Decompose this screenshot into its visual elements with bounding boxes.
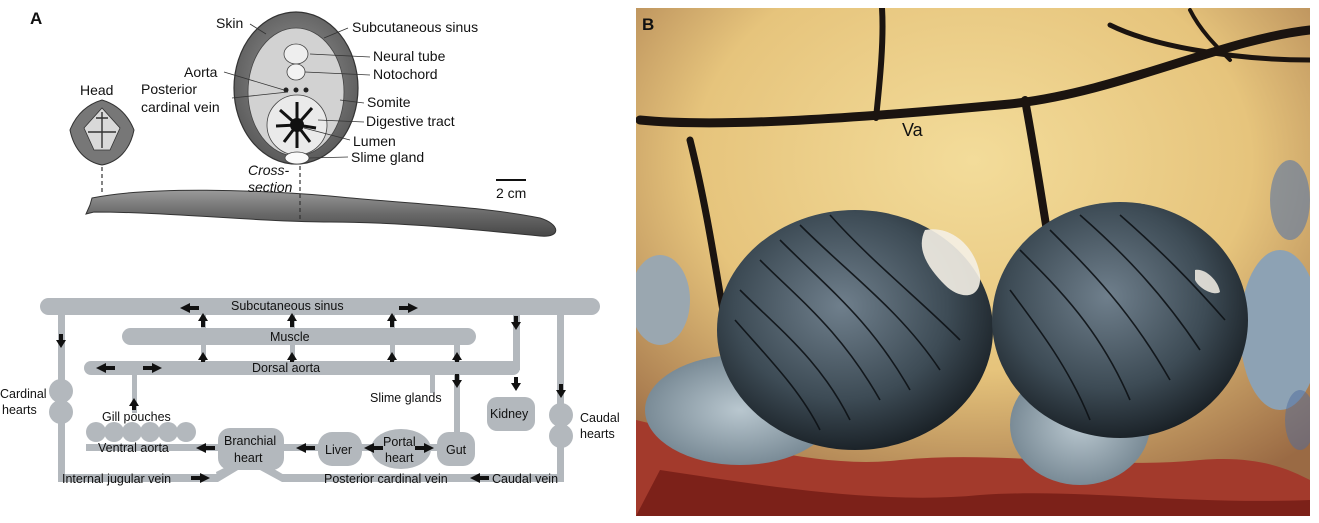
branchial-label: Branchial [224, 434, 276, 448]
cross-section-label-1: Cross- [248, 162, 290, 178]
cardinal-vein-label: cardinal vein [141, 99, 220, 115]
skin-label: Skin [216, 15, 243, 31]
caudal-hearts-label: hearts [580, 427, 615, 441]
anatomy-leader-lines [223, 23, 371, 159]
photo-organ-left [717, 210, 993, 450]
subcutaneous-sinus-label: Subcutaneous sinus [352, 19, 478, 35]
neural-tube-label: Neural tube [373, 48, 446, 64]
dorsal-aorta-label: Dorsal aorta [252, 361, 320, 375]
slime-gland-label: Slime gland [351, 149, 424, 165]
gut-box [437, 432, 475, 466]
kidney-box [487, 397, 535, 431]
hagfish-body [85, 189, 557, 237]
cardinal-hearts-label: hearts [2, 403, 37, 417]
cross-section-label-2: section [248, 179, 293, 195]
photo-organ-right [992, 202, 1248, 438]
gut-label: Gut [446, 443, 467, 457]
liver-label: Liver [325, 443, 352, 457]
cardinal-heart-2 [49, 400, 73, 424]
caudal-vein-label: Caudal vein [492, 472, 558, 486]
gill-pouches-label: Gill pouches [102, 410, 171, 424]
head-illustration [69, 99, 135, 166]
gill-pouches [86, 422, 196, 442]
liver-box [318, 432, 362, 466]
dorsal-aorta-bar [84, 361, 520, 375]
portal-heart-box [371, 429, 431, 469]
lumen-label: Lumen [353, 133, 396, 149]
somite-label: Somite [367, 94, 411, 110]
cardinal-label: Cardinal [0, 387, 47, 401]
panel-b-label: B [642, 15, 654, 34]
aorta-label: Aorta [184, 64, 218, 80]
cardinal-heart-1 [49, 379, 73, 403]
flow-arrows [56, 303, 566, 483]
caudal-label: Caudal [580, 411, 620, 425]
slime-glands-label: Slime glands [370, 391, 442, 405]
caudal-heart-2 [549, 424, 573, 448]
digestive-tract-label: Digestive tract [366, 113, 455, 129]
subcutaneous-sinus-bar [40, 298, 600, 315]
caudal-heart-1 [549, 403, 573, 427]
portal-label: Portal [383, 435, 416, 449]
muscle-bar [122, 328, 476, 345]
notochord-label: Notochord [373, 66, 438, 82]
va-label: Va [902, 120, 924, 140]
portal-heart-label: heart [385, 451, 414, 465]
muscle-label: Muscle [270, 330, 310, 344]
cross-section-illustration [233, 11, 359, 165]
branchial-heart-box [218, 428, 284, 470]
subcutaneous-sinus-bar-label: Subcutaneous sinus [231, 299, 344, 313]
branchial-heart-label: heart [234, 451, 263, 465]
head-label: Head [80, 82, 113, 98]
panel-b-photo [636, 8, 1310, 516]
ventral-aorta-label: Ventral aorta [98, 441, 169, 455]
panel-a-label: A [30, 9, 42, 28]
internal-jugular-vein-label: Internal jugular vein [62, 472, 171, 486]
posterior-label: Posterior [141, 81, 197, 97]
scale-bar-label: 2 cm [496, 185, 526, 201]
kidney-label: Kidney [490, 407, 529, 421]
posterior-cardinal-vein-label: Posterior cardinal vein [324, 472, 448, 486]
